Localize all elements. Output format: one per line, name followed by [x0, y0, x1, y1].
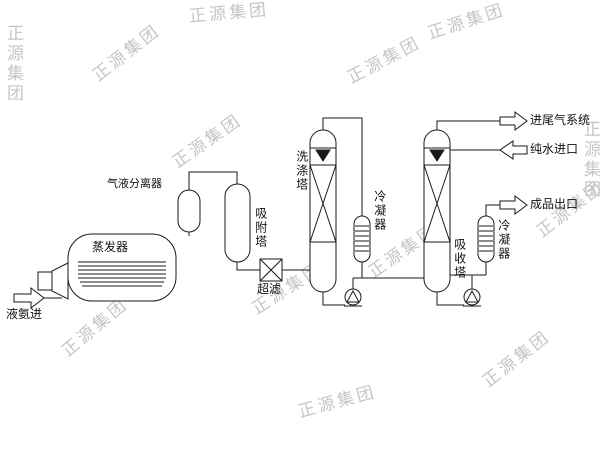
pure-water-label: 纯水进口	[530, 142, 579, 156]
condenser-2-label: 冷凝器	[496, 219, 511, 261]
condenser-2-vessel	[477, 215, 495, 263]
evaporator-motor-cone	[51, 262, 69, 300]
condenser-1-shell	[353, 215, 371, 263]
condenser-2-shell	[477, 215, 495, 263]
adsorption-tower-vessel	[224, 183, 251, 263]
pump-2-impeller	[465, 289, 479, 303]
product-label: 成品出口	[530, 197, 579, 211]
absorption-tower-vessel	[423, 129, 451, 293]
watermark: 正源集团	[581, 120, 600, 200]
condenser-1-vessel	[353, 215, 371, 263]
absorption-tower-packing	[423, 164, 451, 243]
adsorption-tower-label: 吸附塔	[253, 207, 268, 249]
washing-tower-distributor	[315, 149, 331, 162]
evaporator-tubes	[78, 261, 166, 287]
ultrafilter-box	[259, 258, 283, 282]
absorption-tower-label: 吸收塔	[452, 238, 467, 280]
washing-tower-packing	[309, 164, 337, 243]
pipe-washtower-to-condenser1	[322, 117, 363, 216]
pump-2-icon	[463, 288, 481, 307]
pipe-adsorber-to-ultrafilter	[236, 262, 260, 271]
condenser-1-tubes	[355, 225, 369, 252]
evaporator-label: 蒸发器	[92, 240, 129, 254]
ultrafilter-cross	[259, 258, 283, 282]
evaporator-vessel	[37, 233, 177, 302]
absorption-tower-distributor	[429, 149, 445, 162]
product-arrow	[499, 195, 528, 215]
pump-1-body	[344, 288, 362, 306]
ultrafilter-label: 超滤	[257, 282, 282, 296]
condenser-2-tubes	[479, 225, 493, 252]
washing-tower-vessel	[309, 129, 337, 293]
pipe-washtower-to-pump1	[322, 292, 345, 306]
pipe-absorber-to-tailgas	[436, 120, 500, 130]
pure-water-arrow	[499, 140, 528, 160]
pump-2-body	[463, 288, 481, 306]
pipe-lines	[44, 117, 500, 306]
watermark: 正源集团	[4, 24, 23, 104]
pipe-separator-to-adsorber	[188, 171, 238, 190]
separator-label: 气液分离器	[107, 178, 162, 190]
washing-tower-label: 洗涤塔	[294, 150, 309, 192]
tail-gas-label: 进尾气系统	[530, 113, 591, 127]
feed-label: 液氨进	[6, 307, 43, 321]
pipe-condenser2-to-product	[485, 204, 500, 216]
washing-tower-shell	[309, 129, 337, 293]
pump-1-impeller	[346, 289, 360, 303]
tail-gas-arrow	[499, 111, 528, 131]
feed-arrow	[13, 286, 45, 310]
absorption-tower-shell	[423, 129, 451, 293]
separator-vessel	[177, 189, 201, 233]
pump-1-icon	[344, 288, 362, 307]
evaporator-shell	[67, 233, 177, 302]
pipe-absorber-to-pump2	[436, 292, 464, 306]
evaporator-motor-box	[37, 271, 53, 291]
condenser-1-label: 冷凝器	[372, 190, 387, 232]
